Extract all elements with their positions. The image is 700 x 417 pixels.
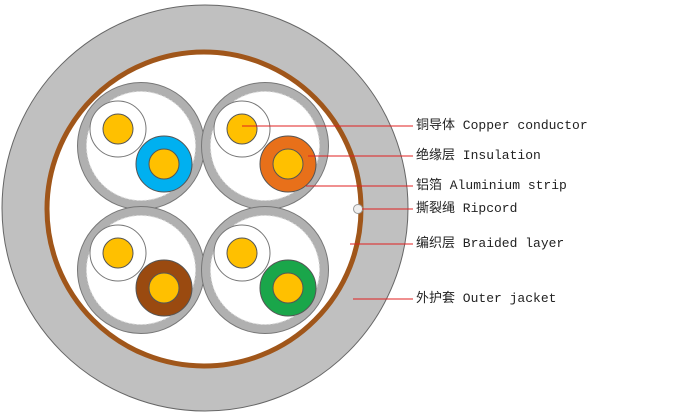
- label-outer-jacket: 外护套 Outer jacket: [416, 291, 557, 306]
- shield-outline: [201, 206, 329, 334]
- braided-layer: [44, 49, 364, 369]
- copper-conductor: [272, 272, 304, 304]
- label-aluminium-strip: 铝箔 Aluminium strip: [416, 178, 567, 193]
- label-copper-conductor: 铜导体 Copper conductor: [416, 118, 588, 133]
- label-insulation: 绝缘层 Insulation: [416, 148, 541, 163]
- copper-conductor: [148, 148, 180, 180]
- shield-inner-edge: [210, 215, 320, 325]
- copper-conductor: [226, 237, 258, 269]
- copper-conductor: [148, 272, 180, 304]
- shield-inner-edge: [86, 91, 196, 201]
- label-braided-layer: 编织层 Braided layer: [416, 236, 565, 251]
- shield-inner-edge: [86, 215, 196, 325]
- shield-inner-edge: [210, 91, 320, 201]
- copper-conductor: [102, 237, 134, 269]
- label-ripcord: 撕裂绳 Ripcord: [416, 201, 518, 216]
- copper-conductor: [102, 113, 134, 145]
- copper-conductor: [226, 113, 258, 145]
- copper-conductor: [272, 148, 304, 180]
- ripcord: [353, 204, 363, 214]
